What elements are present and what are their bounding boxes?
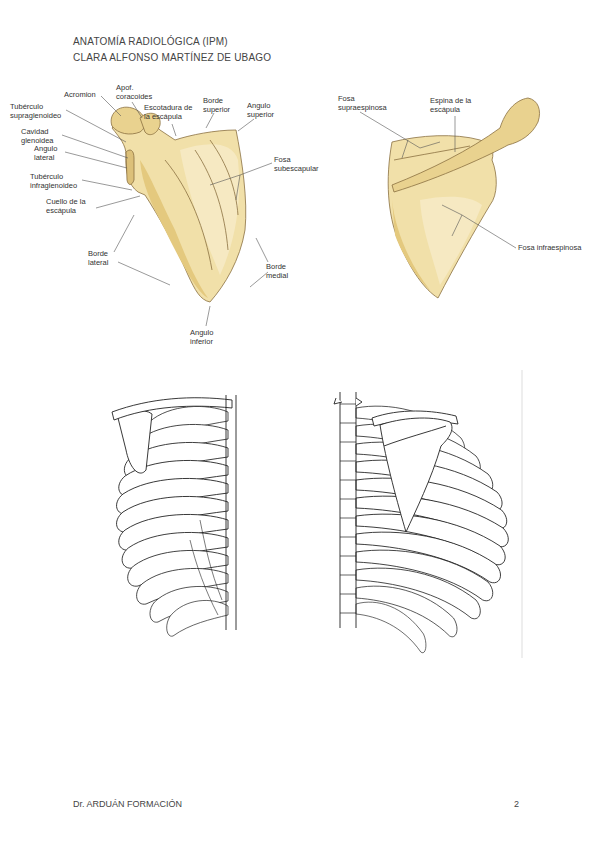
part-label: Borde lateral [88, 250, 118, 267]
part-label: Cuello de la escápula [46, 198, 96, 215]
part-label: Angulo lateral [34, 145, 68, 162]
header-text: ANATOMÍA RADIOLÓGICA (IPM) [73, 36, 393, 48]
part-label: Acromion [64, 91, 104, 100]
rib-cage-lateral [112, 395, 236, 636]
rib-cage-posterior [334, 392, 508, 653]
part-label: Espina de la escápula [430, 97, 482, 114]
part-label: Angulo inferior [190, 329, 228, 346]
part-label: Escotadura de la escápula [144, 104, 198, 121]
page-number: 2 [514, 799, 534, 810]
part-label: Fosa subescapular [274, 156, 326, 173]
part-label: Tubérculo supraglenoideo [10, 103, 66, 120]
part-label: Tubérculo infraglenoideo [30, 173, 86, 190]
part-label: Angulo superior [247, 102, 287, 119]
part-label: Borde medial [266, 263, 300, 280]
part-label: Fosa supraespinosa [338, 95, 390, 112]
leader-lines [62, 96, 516, 326]
footer-text: Dr. ARDUÁN FORMACIÓN [73, 799, 293, 810]
part-label: Cavidad glenoidea [21, 128, 63, 145]
scapula-anterior [111, 107, 246, 302]
part-label: Apof. coracoides [116, 84, 158, 101]
header-text: CLARA ALFONSO MARTÍNEZ DE UBAGO [73, 52, 393, 64]
page-rule [522, 370, 523, 658]
part-label: Fosa infraespinosa [518, 244, 596, 253]
scapula-posterior [388, 98, 539, 298]
part-label: Borde superior [203, 97, 239, 114]
